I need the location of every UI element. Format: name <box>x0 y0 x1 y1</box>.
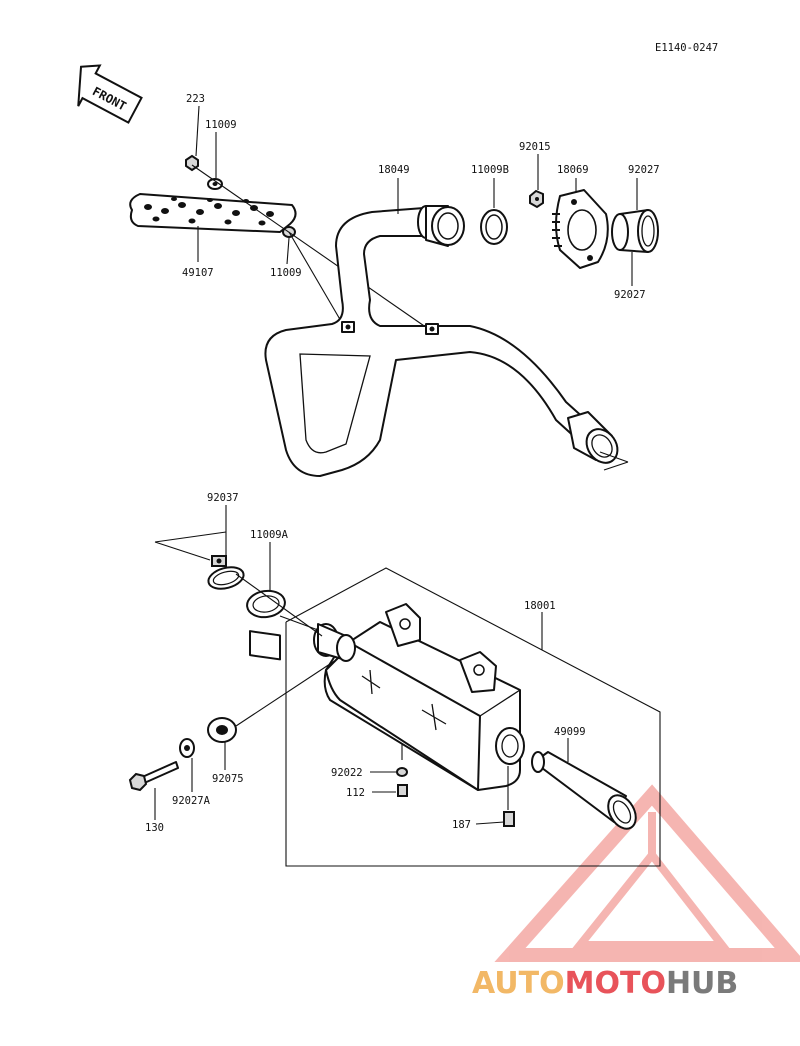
bolt-187-part <box>503 811 515 827</box>
label-49099: 49099 <box>554 726 586 738</box>
clamp-92037-part <box>207 555 245 590</box>
label-92027A: 92027A <box>172 795 211 807</box>
label-92015: 92015 <box>519 141 551 153</box>
bolt-112-part <box>397 784 408 797</box>
grommet-92075-part <box>207 717 237 743</box>
label-11009B: 11009B <box>471 164 509 176</box>
label-92022: 92022 <box>331 767 363 779</box>
nut-92015-part <box>529 189 544 209</box>
watermark-part-auto: AUTO <box>472 966 565 1001</box>
diagram-code: E1140-0247 <box>655 42 718 54</box>
gasket-11009B-part <box>480 209 508 245</box>
muffler-frame-outline <box>285 567 661 867</box>
label-11009-top: 11009 <box>205 119 237 131</box>
label-18069: 18069 <box>557 164 589 176</box>
label-223: 223 <box>186 93 205 105</box>
gasket-11009A-part <box>246 589 286 661</box>
watermark-triangle <box>494 784 800 962</box>
label-11009A: 11009A <box>250 529 289 541</box>
clamp-92027-part <box>611 209 659 253</box>
washer-92022-part <box>396 767 408 777</box>
muffler-body-part <box>313 603 525 791</box>
exhaust-pipe-part <box>264 205 629 477</box>
label-112: 112 <box>346 787 365 799</box>
flange-18069-part <box>552 189 609 269</box>
bolt-130-part <box>128 761 179 792</box>
collar-92027A-part <box>179 738 195 758</box>
label-18001: 18001 <box>524 600 556 612</box>
front-arrow: FRONT <box>77 64 143 124</box>
watermark-part-moto: MOTO <box>565 966 666 1001</box>
watermark-part-hub: HUB <box>666 966 738 1001</box>
label-92027-low: 92027 <box>614 289 646 301</box>
label-187: 187 <box>452 819 471 831</box>
label-130: 130 <box>145 822 164 834</box>
label-11009-low: 11009 <box>270 267 302 279</box>
label-92037: 92037 <box>207 492 239 504</box>
label-49107: 49107 <box>182 267 214 279</box>
label-18049: 18049 <box>378 164 410 176</box>
washer-11009-top-part <box>207 178 223 190</box>
label-92027-top: 92027 <box>628 164 660 176</box>
label-92075: 92075 <box>212 773 244 785</box>
heat-guard-part <box>129 193 297 233</box>
watermark-text: AUTOMOTOHUB <box>472 966 738 1001</box>
tail-pipe-49099-part <box>531 751 637 830</box>
